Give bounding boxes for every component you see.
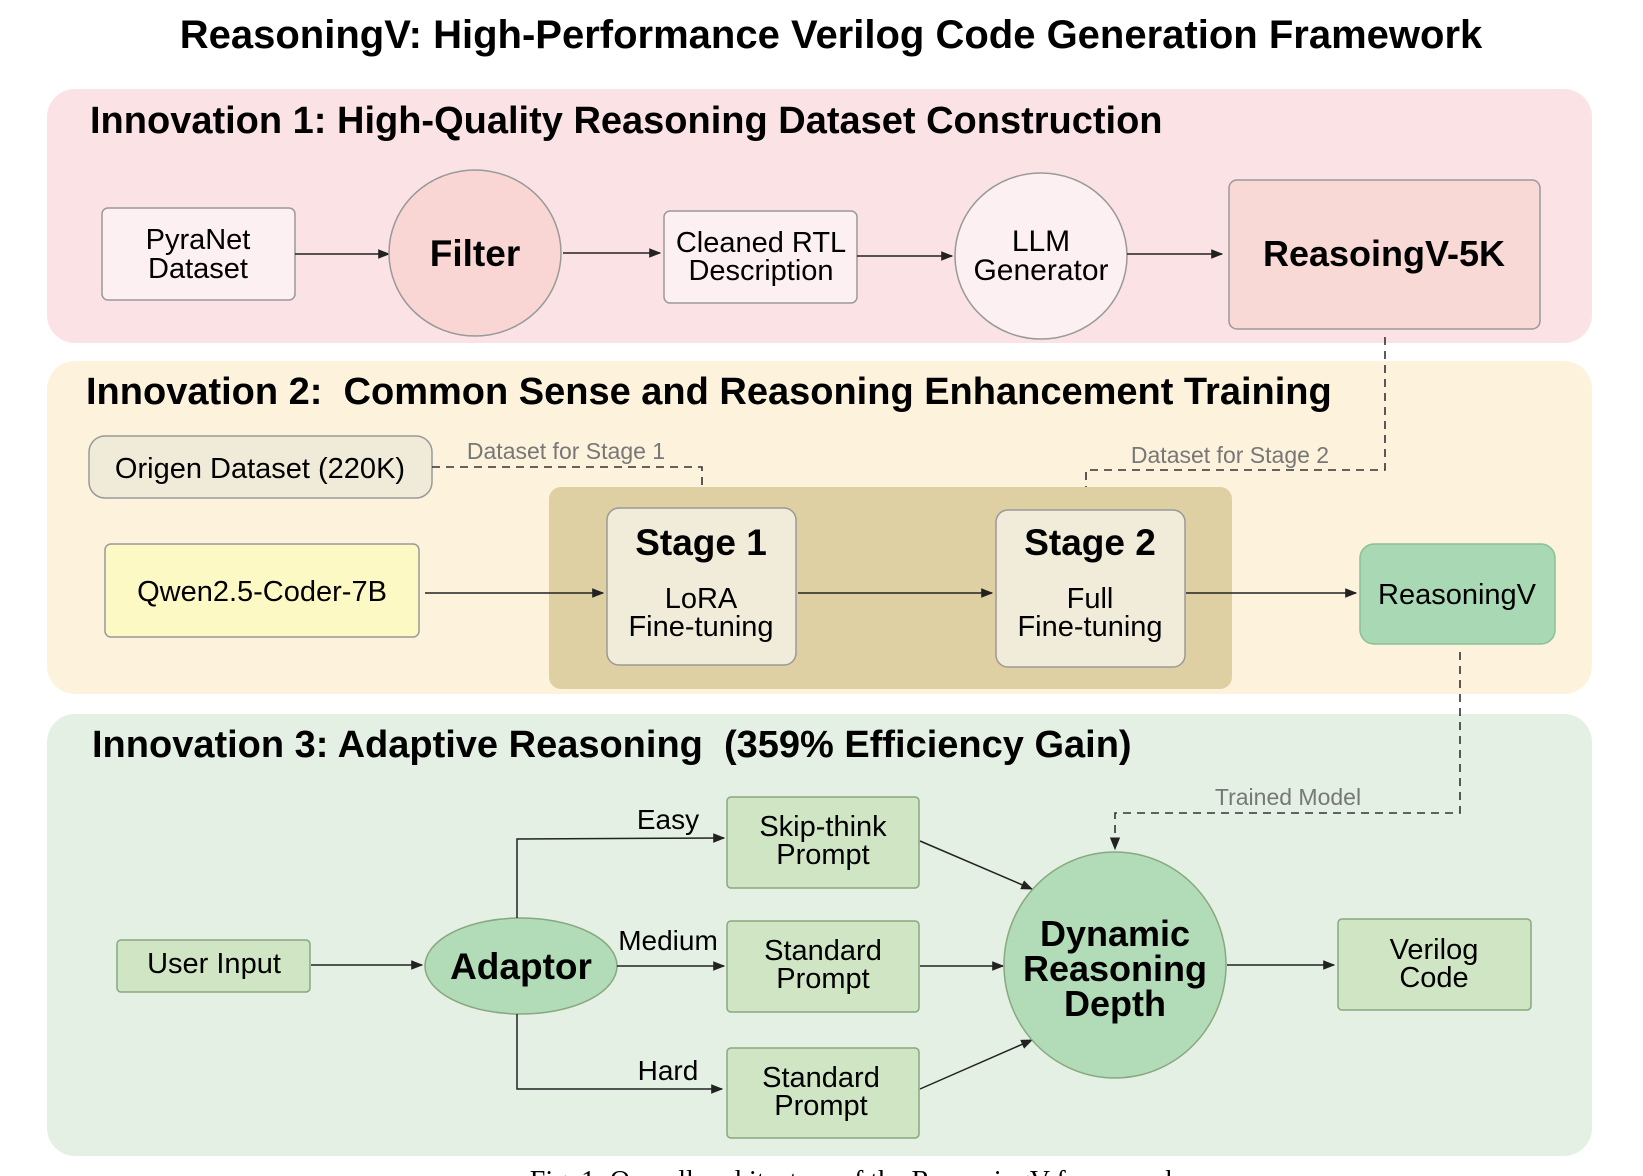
dashed-connector-trained-model [1109,652,1461,851]
verilog-line2: Code [1399,962,1468,994]
standard-prompt-hard-box [726,1047,920,1139]
qwen-model-box [104,543,420,638]
standard-hard-line2: Prompt [774,1090,867,1122]
standard-hard-line1: Standard [762,1062,880,1094]
origen-label: Origen Dataset (220K) [115,453,405,485]
dataset-stage1-label: Dataset for Stage 1 [467,438,665,464]
adaptor-label: Adaptor [450,946,592,987]
arrow-adaptor-easy [516,833,726,918]
figure-caption: Fig. 1: Overall architecture of the Reas… [530,1166,1187,1176]
standard-prompt-medium-box [726,920,920,1013]
stage2-title: Stage 2 [1024,522,1156,563]
medium-label: Medium [618,925,718,956]
arrow-skip-to-dynamic [919,840,1034,890]
filter-label: Filter [430,233,520,274]
verilog-line1: Verilog [1390,934,1479,966]
arrow-hard-to-dynamic [919,1039,1034,1090]
stage2-line2: Fine-tuning [1017,611,1162,643]
cleaned-rtl-box [663,210,858,304]
filter-circle [388,169,562,337]
pyranet-label-line2: Dataset [148,253,248,285]
easy-label: Easy [637,804,699,835]
innovation3-title: Innovation 3: Adaptive Reasoning (359% E… [92,724,1132,766]
stage1-line2: Fine-tuning [628,611,773,643]
innovation1-title: Innovation 1: High-Quality Reasoning Dat… [90,100,1163,142]
dataset-stage2-label: Dataset for Stage 2 [1131,442,1329,468]
standard-medium-line1: Standard [764,935,882,967]
skip-think-prompt-box [726,796,920,889]
reasoningv5k-label: ReasoingV-5K [1263,233,1505,274]
hard-label: Hard [638,1055,699,1086]
main-title: ReasoningV: High-Performance Verilog Cod… [180,13,1483,57]
arrow-adaptor-hard [516,1014,724,1094]
dynamic-line3: Depth [1064,983,1166,1024]
stage2-box [995,509,1186,668]
stage2-line1: Full [1067,583,1114,615]
skip-prompt-line1: Skip-think [759,811,887,843]
user-input-box [116,939,311,993]
verilog-code-box [1337,918,1532,1011]
trained-model-label: Trained Model [1215,784,1361,810]
reasoningv5k-box [1228,179,1541,330]
reasoningv-box [1359,543,1556,645]
dynamic-line2: Reasoning [1023,948,1207,989]
llm-generator-circle [954,172,1128,340]
dynamic-line1: Dynamic [1040,913,1190,954]
pyranet-label-line1: PyraNet [146,224,251,256]
qwen-label: Qwen2.5-Coder-7B [137,576,387,608]
reasoningv-label: ReasoningV [1378,579,1537,611]
llm-label-line2: Generator [973,254,1108,287]
innovation2-title: Innovation 2: Common Sense and Reasoning… [86,371,1332,413]
dynamic-reasoning-depth-circle [1003,851,1227,1079]
stage1-box [606,507,797,666]
cleaned-label-line1: Cleaned RTL [676,227,846,259]
standard-medium-line2: Prompt [776,963,869,995]
stage1-line1: LoRA [665,583,738,615]
llm-label-line1: LLM [1012,225,1070,258]
user-input-label: User Input [147,948,281,980]
skip-prompt-line2: Prompt [776,839,869,871]
stage1-title: Stage 1 [635,522,767,563]
cleaned-label-line2: Description [688,255,833,287]
